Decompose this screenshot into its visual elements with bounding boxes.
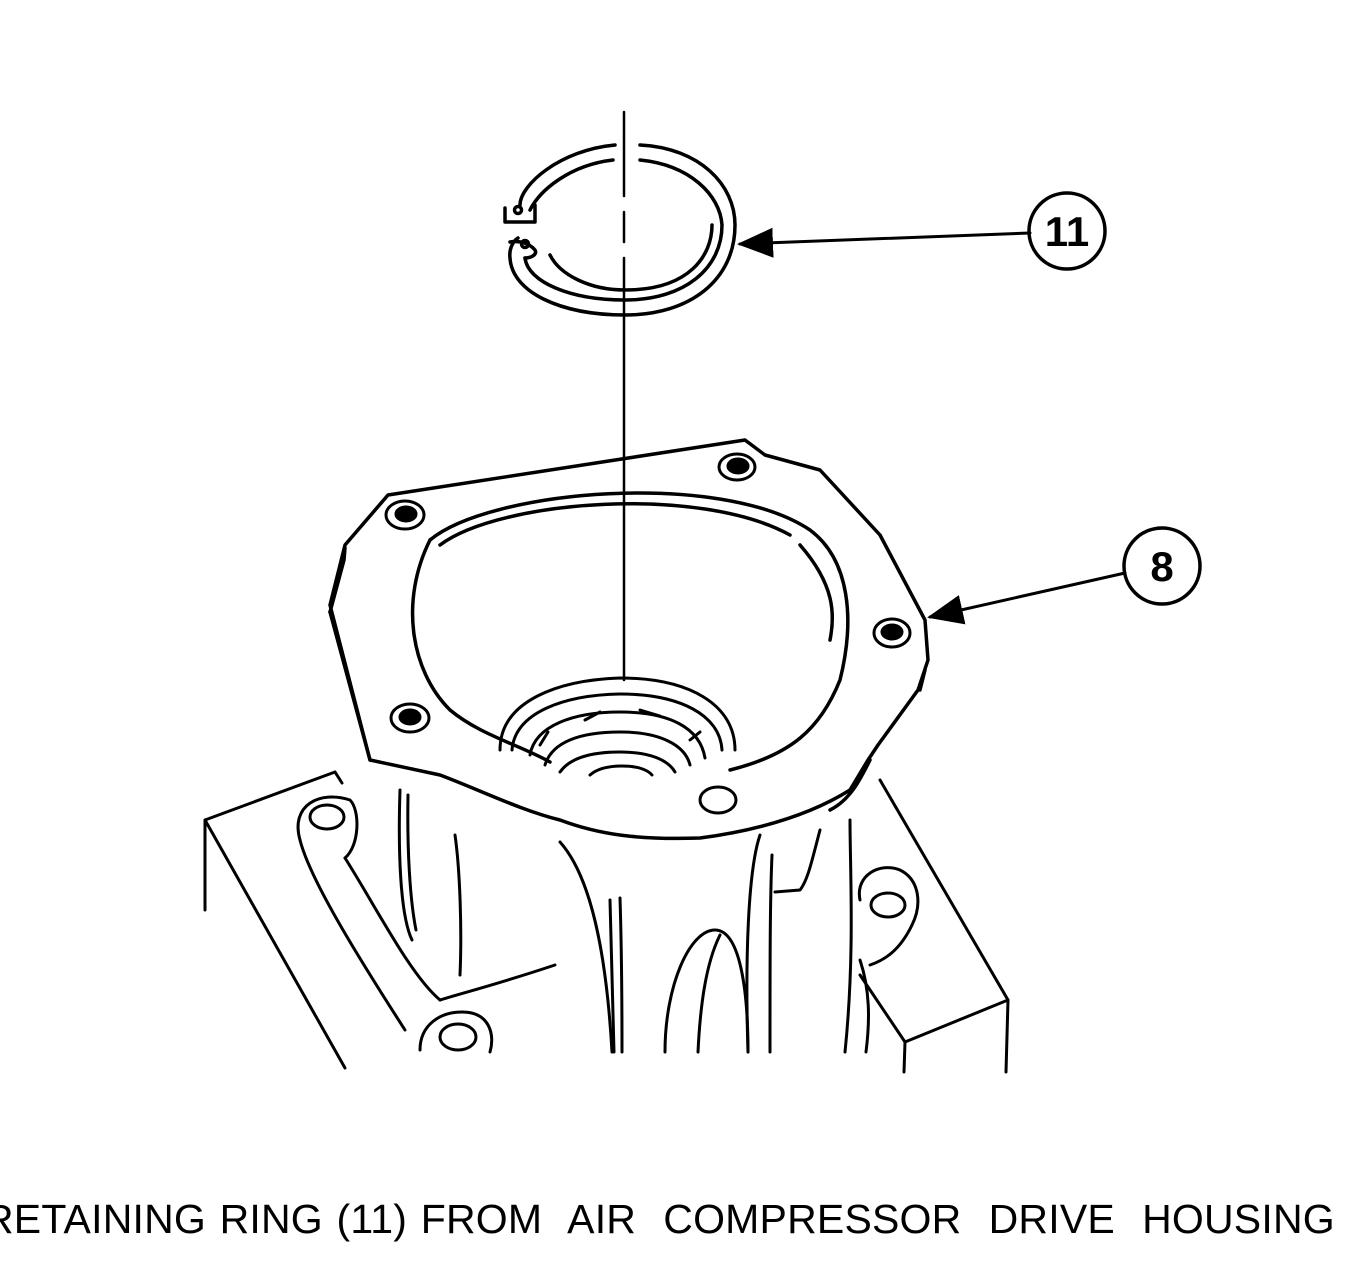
right-mounting-lug xyxy=(857,866,920,967)
inner-bearing xyxy=(498,676,737,777)
callout-circle-11 xyxy=(1027,191,1107,271)
flange-bolt-holes xyxy=(384,452,912,815)
housing-body xyxy=(397,788,870,1054)
leader-8 xyxy=(927,571,1127,625)
left-mounting-lug xyxy=(296,795,494,1054)
figure-caption: RETAINING RING (11) FROM AIR COMPRESSOR … xyxy=(0,1196,1335,1242)
callout-label-8: 8 xyxy=(1150,543,1173,590)
housing-flange xyxy=(328,438,930,841)
callout-label-11: 11 xyxy=(1045,208,1089,255)
callout-circle-8 xyxy=(1122,526,1202,606)
base-block-right xyxy=(858,778,1010,1074)
retaining-ring xyxy=(503,143,737,317)
base-block-left xyxy=(203,770,347,1070)
callout-leaders xyxy=(737,227,1127,625)
leader-11 xyxy=(737,227,1032,258)
